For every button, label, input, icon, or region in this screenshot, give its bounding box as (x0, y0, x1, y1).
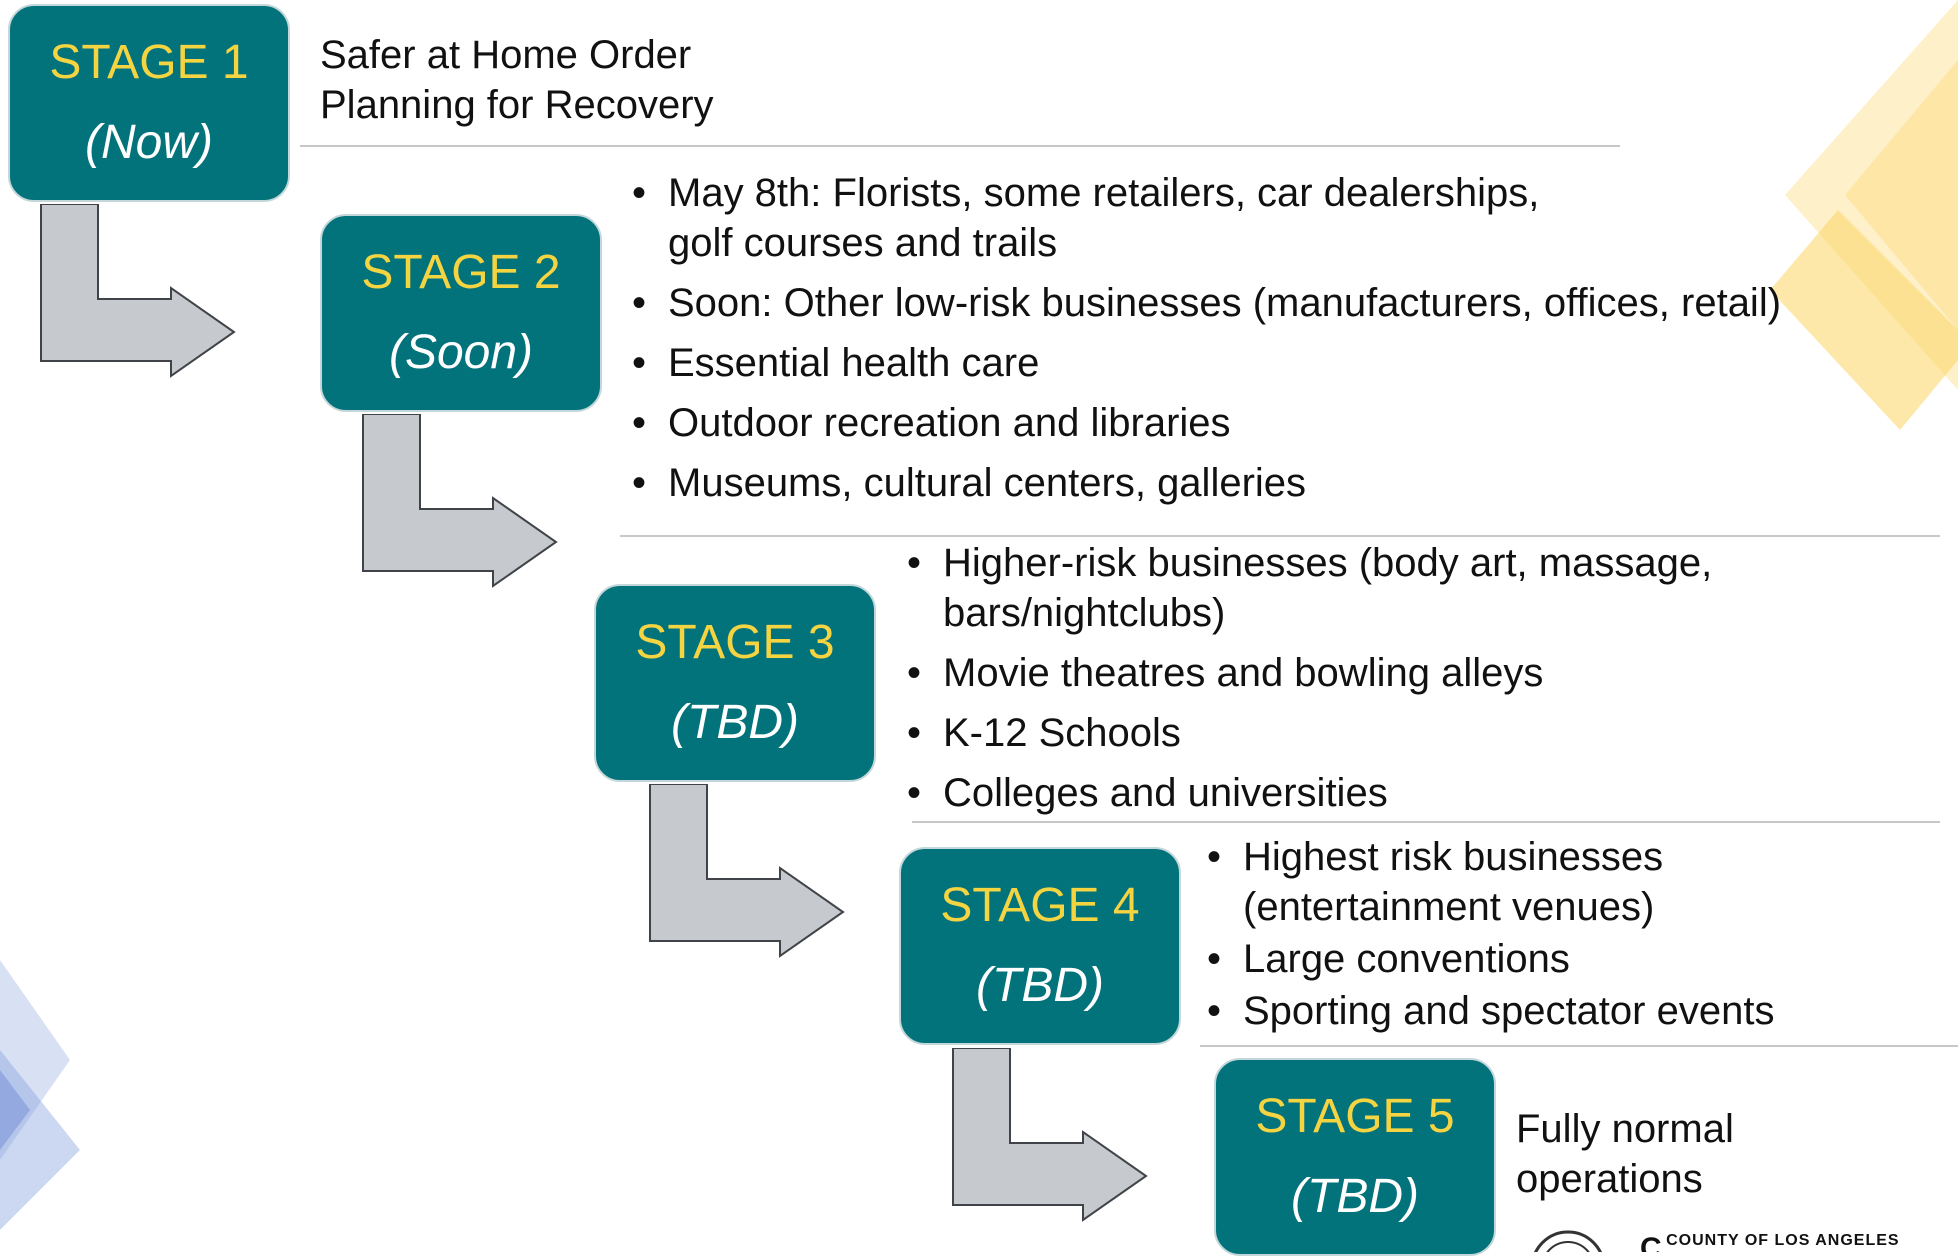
stage-4-list: Highest risk businesses(entertainment ve… (1207, 832, 1927, 1038)
list-item: May 8th: Florists, some retailers, car d… (632, 168, 1952, 268)
stage-5-line: Fully normal (1516, 1107, 1734, 1151)
list-item: Higher-risk businesses (body art, massag… (907, 538, 1927, 638)
blue-diamond-decoration (0, 960, 80, 1230)
stage-2-list: May 8th: Florists, some retailers, car d… (632, 168, 1952, 518)
stage-2-box: STAGE 2 (Soon) (320, 214, 602, 412)
list-item: Colleges and universities (907, 768, 1927, 818)
stage-2-divider (620, 535, 1940, 537)
stage-1-box: STAGE 1 (Now) (8, 4, 290, 202)
stage-5-box: STAGE 5 (TBD) (1214, 1058, 1496, 1256)
stage-4-divider (1200, 1045, 1958, 1047)
stage-1-title: STAGE 1 (49, 36, 249, 89)
county-seal-logo (1534, 1230, 1602, 1252)
stage-1-description: Safer at Home Order Planning for Recover… (320, 30, 714, 130)
county-of-los-angeles-logo: C COUNTY OF LOS ANGELES (1640, 1232, 1900, 1252)
stage-4-title: STAGE 4 (940, 879, 1140, 932)
stage-1-to-2-arrow (40, 204, 236, 378)
list-item: Museums, cultural centers, galleries (632, 458, 1952, 508)
stage-1-divider (300, 145, 1620, 147)
logo-text: COUNTY OF LOS ANGELES (1666, 1232, 1900, 1249)
list-item: Sporting and spectator events (1207, 986, 1927, 1036)
stage-3-status: (TBD) (671, 696, 799, 749)
stage-5-line: operations (1516, 1157, 1703, 1201)
stage-1-line: Safer at Home Order (320, 33, 692, 77)
list-item: Highest risk businesses(entertainment ve… (1207, 832, 1927, 932)
stage-1-line: Planning for Recovery (320, 83, 714, 127)
stage-4-to-5-arrow (952, 1048, 1148, 1222)
stage-5-title: STAGE 5 (1255, 1090, 1455, 1143)
stage-2-title: STAGE 2 (361, 246, 561, 299)
stage-3-list: Higher-risk businesses (body art, massag… (907, 538, 1927, 828)
stage-3-divider (912, 821, 1940, 823)
list-item: Movie theatres and bowling alleys (907, 648, 1927, 698)
stage-1-status: (Now) (85, 116, 213, 169)
stage-5-description: Fully normal operations (1516, 1104, 1734, 1204)
stage-2-to-3-arrow (362, 414, 558, 588)
stage-2-status: (Soon) (388, 326, 534, 379)
stage-3-box: STAGE 3 (TBD) (594, 584, 876, 782)
stage-5-status: (TBD) (1291, 1170, 1419, 1223)
stage-3-to-4-arrow (649, 784, 845, 958)
stage-4-status: (TBD) (976, 959, 1104, 1012)
list-item: Soon: Other low-risk businesses (manufac… (632, 278, 1952, 328)
list-item: K-12 Schools (907, 708, 1927, 758)
list-item: Outdoor recreation and libraries (632, 398, 1952, 448)
list-item: Essential health care (632, 338, 1952, 388)
list-item: Large conventions (1207, 934, 1927, 984)
stage-4-box: STAGE 4 (TBD) (899, 847, 1181, 1045)
stage-3-title: STAGE 3 (635, 616, 835, 669)
swoosh-icon: C (1640, 1232, 1662, 1252)
